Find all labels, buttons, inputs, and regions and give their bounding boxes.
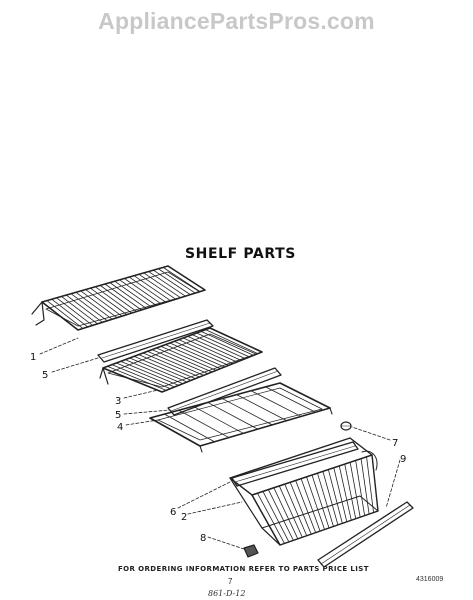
callout-8: 8 [200, 533, 206, 544]
part-8-glide [243, 544, 259, 558]
callout-6: 6 [170, 507, 176, 518]
part-2-wire-basket [229, 437, 379, 546]
part-1-wire-shelf [31, 265, 206, 331]
ordering-info-note: FOR ORDERING INFORMATION REFER TO PARTS … [118, 565, 369, 573]
part-4-wire-shelf-frame [149, 382, 333, 453]
part-3-wire-shelf [99, 327, 263, 393]
callout-9: 9 [400, 454, 406, 465]
document-number: 4316009 [416, 576, 444, 583]
callout-numbers: 1 5 3 5 4 6 2 8 7 9 [30, 352, 406, 544]
diagram-title: SHELF PARTS [185, 246, 296, 262]
callout-5-upper: 5 [42, 370, 48, 381]
part-6-trim-strip [231, 441, 359, 487]
part-7-end-cap [340, 421, 352, 431]
callout-4: 4 [117, 422, 123, 433]
callout-3: 3 [115, 396, 121, 407]
callout-leader-lines [39, 337, 401, 550]
page-number: 7 [228, 577, 233, 586]
callout-2: 2 [181, 512, 187, 523]
callout-7: 7 [392, 438, 398, 449]
callout-1: 1 [30, 352, 36, 363]
part-9-trim-strip [317, 501, 414, 568]
callout-5-lower: 5 [115, 410, 121, 421]
part-5-trim-strip-upper [97, 319, 214, 363]
site-watermark: AppliancePartsPros.com [98, 8, 375, 34]
handwritten-mark: 861-D-12 [208, 589, 246, 598]
